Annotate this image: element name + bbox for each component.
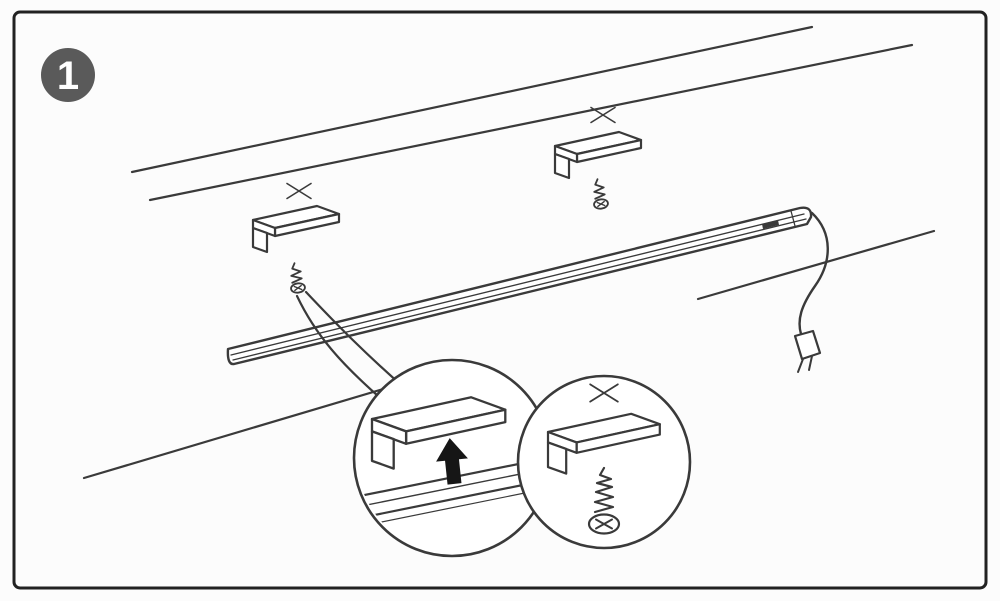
power-plug [793,329,822,361]
surface-front-edge-right [696,229,936,301]
step-number-label: 1 [57,54,79,98]
end-cap-seam [790,210,796,227]
light-bar-groove-2 [232,218,807,361]
step-number-badge: 1 [41,48,95,102]
magnified-screw-icon [587,466,621,535]
power-cord-group [793,211,829,373]
connector-mark [762,220,779,229]
power-cord [798,211,829,336]
drawing-layer: 1 [12,10,988,590]
surface-line-second [148,43,914,202]
panel-frame [12,10,988,590]
badge-circle [41,48,95,102]
phillips-slot-icon [595,518,613,530]
surface-front-edge-left [82,385,392,480]
leader-line-right [304,290,402,386]
leader-line-left [295,294,380,398]
screw-fix-magnifier [516,374,692,550]
push-up-arrow-icon [436,438,468,485]
cabinet-surface-lines [82,25,936,480]
surface-line-top [130,25,814,174]
callout-leader-lines [295,290,402,398]
light-bar-groove-1 [230,213,805,356]
led-light-bar [226,206,813,366]
plug-prongs-icon [797,355,813,373]
screw-thread [593,466,615,514]
